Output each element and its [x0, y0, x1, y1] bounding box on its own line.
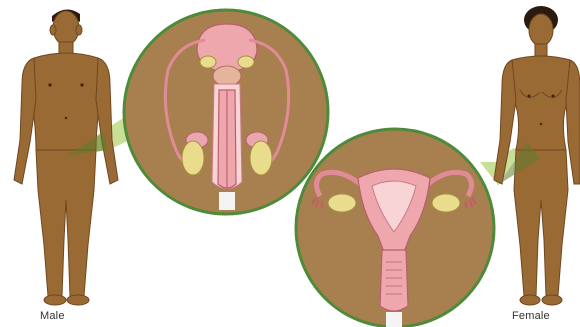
male-reproductive-detail [124, 10, 328, 214]
male-figure [14, 9, 118, 305]
female-reproductive-detail [296, 129, 494, 327]
female-figure [494, 6, 580, 305]
male-label: Male [40, 310, 65, 322]
female-label: Female [512, 310, 550, 322]
